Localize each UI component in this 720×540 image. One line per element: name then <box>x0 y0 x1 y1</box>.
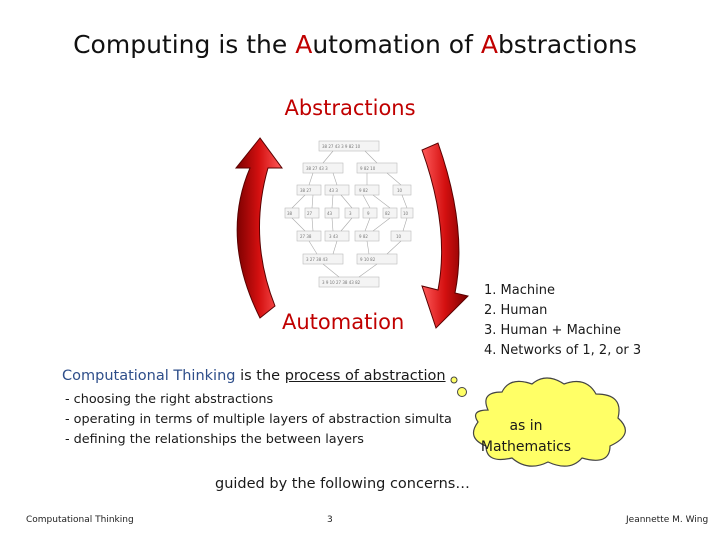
bullet-item: - operating in terms of multiple layers … <box>65 412 452 427</box>
thought-cloud <box>450 376 626 467</box>
svg-text:3 27 38 43: 3 27 38 43 <box>306 257 328 262</box>
abstraction-bullets: - choosing the right abstractions - oper… <box>65 390 452 450</box>
svg-text:10: 10 <box>397 188 403 193</box>
svg-text:9 82 10: 9 82 10 <box>360 166 376 171</box>
svg-text:9 82: 9 82 <box>359 188 368 193</box>
merge-sort-diagram: 38 27 43 3 9 82 10 38 27 43 3 9 82 10 38 … <box>284 140 414 288</box>
bullet-item: - choosing the right abstractions <box>65 392 274 407</box>
cloud-text: as in Mathematics <box>480 418 572 455</box>
cycle-arrows <box>234 137 469 329</box>
machine-list-item: 4. Networks of 1, 2, or 3 <box>484 343 642 358</box>
ct-definition: Computational Thinking is the process of… <box>62 368 446 384</box>
machine-list-item: 2. Human <box>484 303 548 318</box>
abstractions-label: Abstractions <box>284 96 416 120</box>
svg-text:9 82: 9 82 <box>359 234 368 239</box>
svg-text:9: 9 <box>367 211 370 216</box>
footer-page-number: 3 <box>327 515 333 525</box>
svg-text:38: 38 <box>287 211 293 216</box>
svg-text:10: 10 <box>403 211 409 216</box>
guided-by-text: guided by the following concerns… <box>215 476 470 492</box>
svg-text:38 27 43 3: 38 27 43 3 <box>306 166 328 171</box>
right-down-arrow <box>421 142 469 329</box>
svg-text:27 38: 27 38 <box>300 234 312 239</box>
slide-title: Computing is the Automation of Abstracti… <box>73 30 637 59</box>
svg-text:3 9 10 27 38 43 82: 3 9 10 27 38 43 82 <box>322 280 361 285</box>
footer-left: Computational Thinking <box>26 515 134 525</box>
svg-text:38 27: 38 27 <box>300 188 312 193</box>
svg-text:3 43: 3 43 <box>329 234 338 239</box>
machine-list-item: 3. Human + Machine <box>484 323 621 338</box>
footer-author: Jeannette M. Wing <box>626 515 709 525</box>
svg-text:43: 43 <box>327 211 333 216</box>
svg-text:27: 27 <box>307 211 313 216</box>
svg-text:3: 3 <box>349 211 352 216</box>
svg-text:43 3: 43 3 <box>329 188 338 193</box>
machine-list: 1. Machine 2. Human 3. Human + Machine 4… <box>484 281 641 361</box>
svg-text:9 10 82: 9 10 82 <box>360 257 376 262</box>
machine-list-item: 1. Machine <box>484 283 555 298</box>
svg-text:10: 10 <box>396 234 402 239</box>
svg-text:82: 82 <box>385 211 391 216</box>
svg-text:38 27 43 3 9 82 10: 38 27 43 3 9 82 10 <box>322 144 361 149</box>
process-of-abstraction: process of abstraction <box>284 368 446 384</box>
automation-label: Automation <box>282 310 405 334</box>
left-up-arrow <box>234 137 283 319</box>
ct-term: Computational Thinking <box>62 368 236 384</box>
bullet-item: - defining the relationships the between… <box>65 432 364 447</box>
